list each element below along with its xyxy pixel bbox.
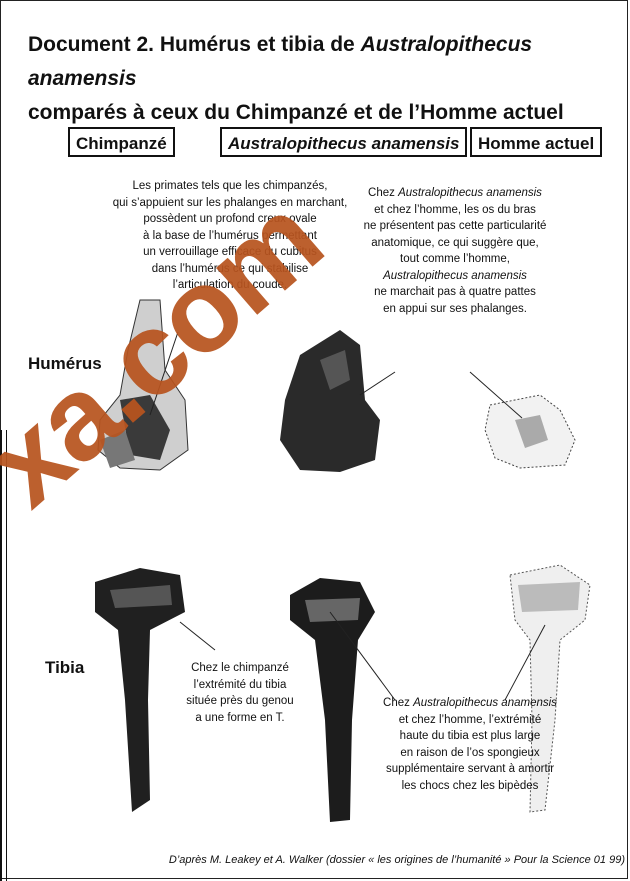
annotation-line: l’extrémité du tibia <box>180 677 300 694</box>
annotation-tibia-compare: Chez Australopithecus anamensis et chez … <box>370 695 570 794</box>
annotation-line: en raison de l’os spongieux <box>370 745 570 762</box>
annotation-species: Australopithecus anamensis <box>413 697 557 709</box>
pointer-tibia-chimp <box>180 622 215 650</box>
human-humerus-bone <box>485 395 575 468</box>
annotation-line: les chocs chez les bipèdes <box>370 778 570 795</box>
annotation-line: anatomique, ce qui suggère que, <box>350 235 560 252</box>
annotation-line: tout comme l’homme, <box>350 251 560 268</box>
annotation-line: et chez l’homme, les os du bras <box>350 202 560 219</box>
annotation-line: supplémentaire servant à amortir <box>370 761 570 778</box>
annotation-text: Chez <box>368 187 398 199</box>
annotation-line: ne marchait pas à quatre pattes <box>350 284 560 301</box>
annotation-line: et chez l’homme, l’extrémité <box>370 712 570 729</box>
annotation-line: ne présentent pas cette particularité <box>350 218 560 235</box>
annotation-humerus-compare: Chez Australopithecus anamensis et chez … <box>350 185 560 317</box>
annotation-line: Chez le chimpanzé <box>180 660 300 677</box>
annotation-species: Australopithecus anamensis <box>383 270 527 282</box>
annotation-line: haute du tibia est plus large <box>370 728 570 745</box>
australopithecus-humerus-bone <box>280 330 380 472</box>
annotation-text: Chez <box>383 697 413 709</box>
annotation-line: Les primates tels que les chimpanzés, <box>105 178 355 195</box>
chimp-tibia-bone <box>95 568 185 812</box>
annotation-line: Chez Australopithecus anamensis <box>370 695 570 712</box>
annotation-line: en appui sur ses phalanges. <box>350 301 560 318</box>
annotation-line: Australopithecus anamensis <box>350 268 560 285</box>
annotation-species: Australopithecus anamensis <box>398 187 542 199</box>
pointer-humerus-australo <box>360 372 395 395</box>
annotation-line: Chez Australopithecus anamensis <box>350 185 560 202</box>
annotation-tibia-chimp: Chez le chimpanzé l’extrémité du tibia s… <box>180 660 300 726</box>
annotation-line: a une forme en T. <box>180 710 300 727</box>
annotation-line: située près du genou <box>180 693 300 710</box>
source-credit: D’après M. Leakey et A. Walker (dossier … <box>120 854 625 866</box>
